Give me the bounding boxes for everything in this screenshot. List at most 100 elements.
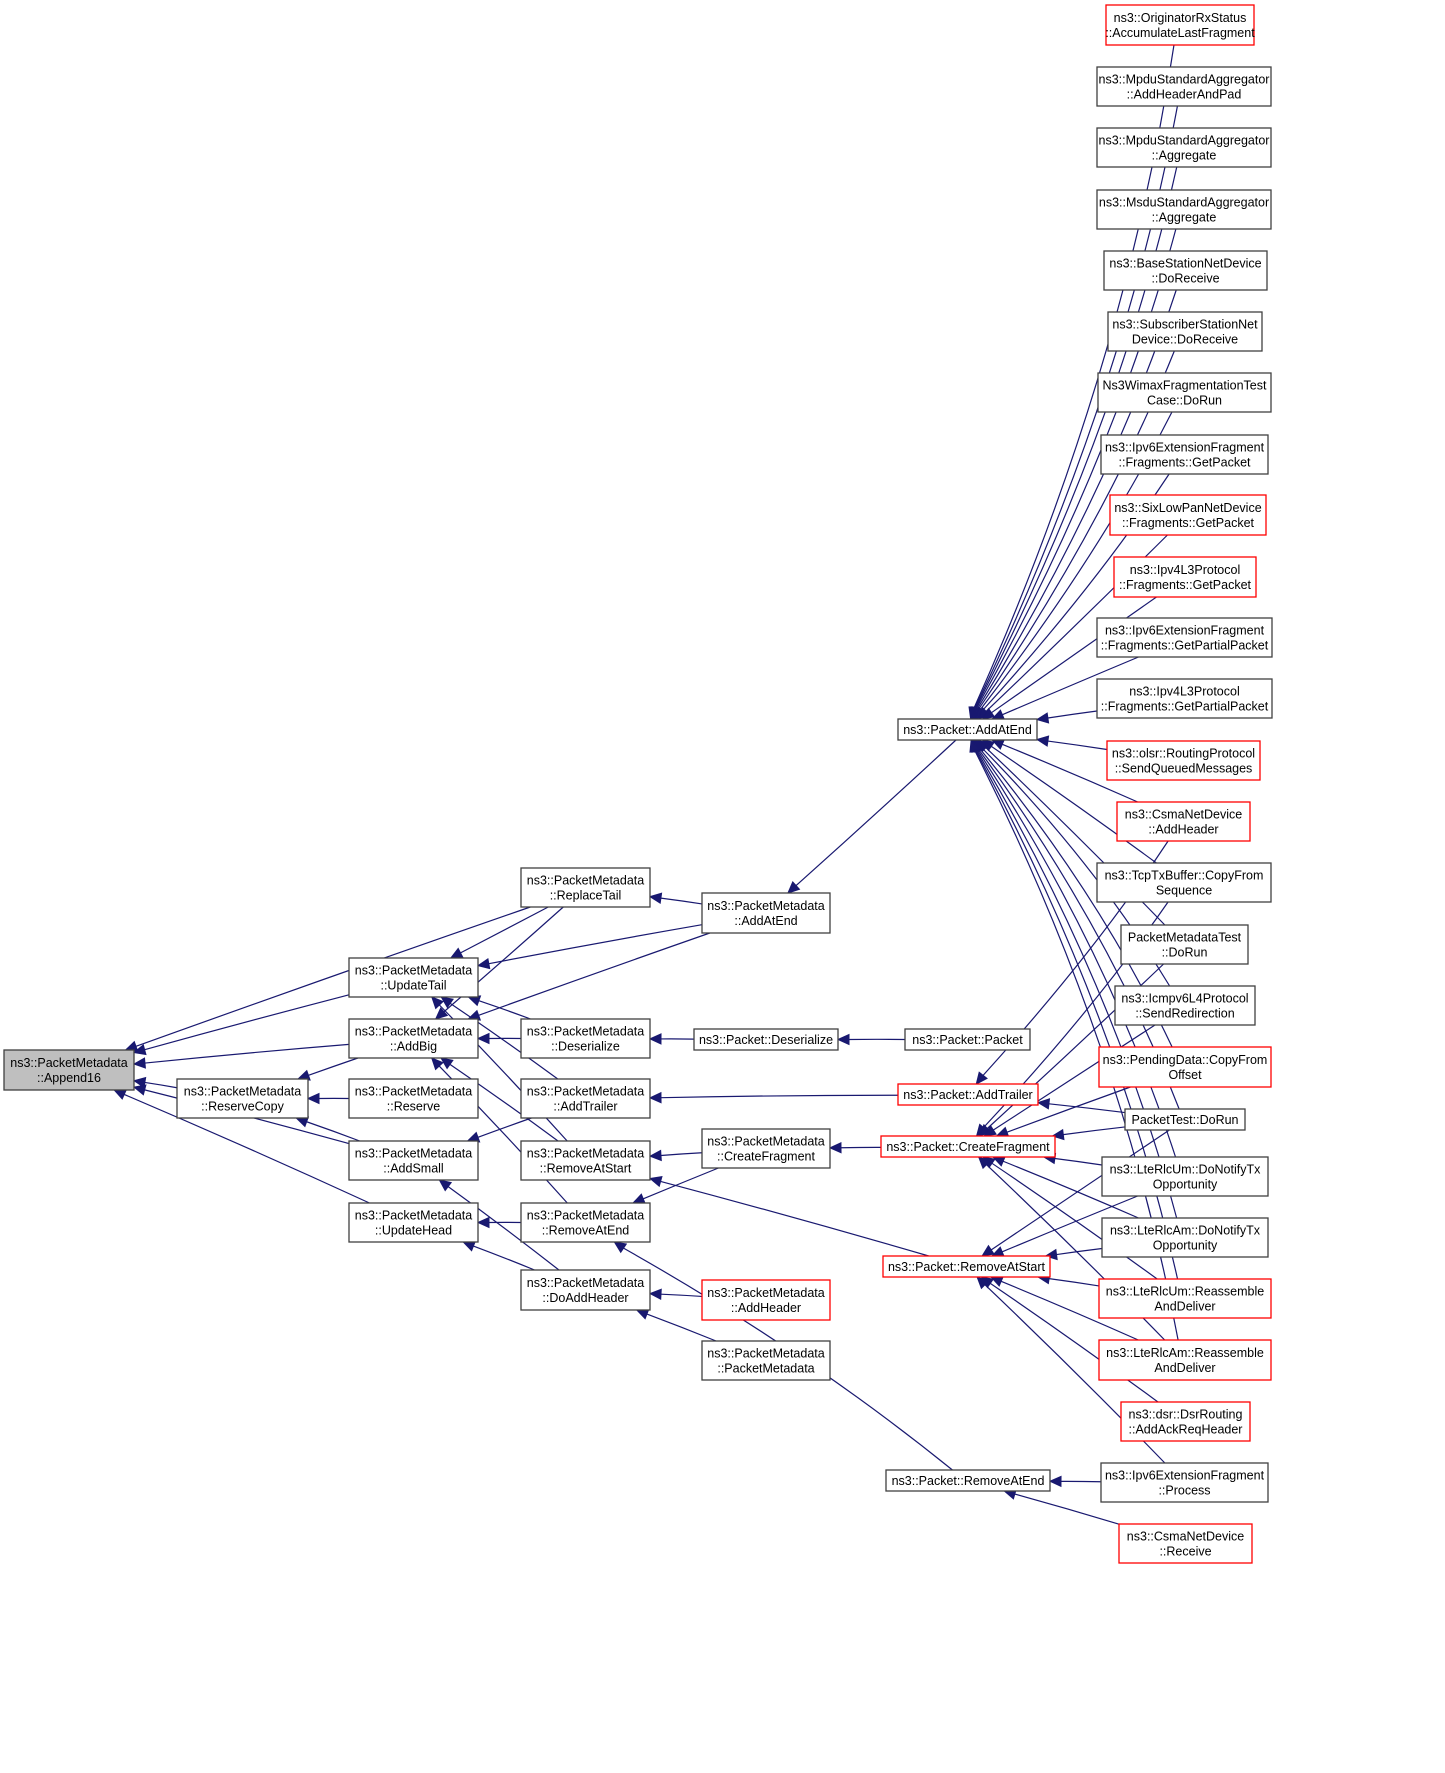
node-reservecopy[interactable]: ns3::PacketMetadata::ReserveCopy (176, 1078, 309, 1119)
node-box[interactable] (897, 718, 1038, 741)
node-box[interactable] (348, 1018, 479, 1059)
node-r-sixlowpan[interactable]: ns3::SixLowPanNetDevice::Fragments::GetP… (1109, 494, 1267, 536)
node-box[interactable] (1103, 250, 1268, 291)
node-updatehead[interactable]: ns3::PacketMetadata::UpdateHead (348, 1202, 479, 1243)
node-box[interactable] (701, 892, 831, 934)
node-box[interactable] (176, 1078, 309, 1119)
node-r-packettest[interactable]: PacketTest::DoRun (1124, 1108, 1246, 1131)
node-box[interactable] (1098, 1278, 1272, 1319)
node-box[interactable] (520, 1269, 651, 1311)
node-box[interactable] (693, 1028, 839, 1051)
node-box[interactable] (1096, 66, 1272, 107)
node-pm-addtrailer[interactable]: ns3::PacketMetadata::AddTrailer (520, 1078, 651, 1119)
node-box[interactable] (1096, 617, 1273, 658)
node-box[interactable] (1113, 556, 1257, 598)
node-box[interactable] (1096, 678, 1273, 719)
node-box[interactable] (1100, 1462, 1269, 1503)
node-box[interactable] (348, 1078, 479, 1119)
node-box[interactable] (904, 1028, 1031, 1051)
node-updatetail[interactable]: ns3::PacketMetadata::UpdateTail (348, 957, 479, 998)
node-r-ipv6frag-partial[interactable]: ns3::Ipv6ExtensionFragment::Fragments::G… (1096, 617, 1273, 658)
node-box[interactable] (1097, 372, 1272, 413)
node-box[interactable] (1101, 1217, 1269, 1258)
node-r-ipv4-partial[interactable]: ns3::Ipv4L3Protocol::Fragments::GetParti… (1096, 678, 1273, 719)
node-box[interactable] (1107, 311, 1263, 352)
node-pm-addheader[interactable]: ns3::PacketMetadata::AddHeader (701, 1279, 831, 1321)
node-box[interactable] (1105, 4, 1255, 46)
node-box[interactable] (1114, 985, 1256, 1026)
node-box[interactable] (1106, 740, 1261, 781)
node-box[interactable] (348, 1140, 479, 1181)
node-box[interactable] (520, 867, 651, 908)
node-pm-ctor[interactable]: ns3::PacketMetadata::PacketMetadata (701, 1340, 831, 1381)
node-box[interactable] (880, 1135, 1056, 1158)
node-r-msdu-aggr[interactable]: ns3::MsduStandardAggregator::Aggregate (1096, 189, 1272, 230)
node-replacetail[interactable]: ns3::PacketMetadata::ReplaceTail (520, 867, 651, 908)
node-box[interactable] (1098, 1046, 1272, 1088)
node-r-dsr[interactable]: ns3::dsr::DsrRouting::AddAckReqHeader (1120, 1401, 1251, 1442)
node-pm-addatend[interactable]: ns3::PacketMetadata::AddAtEnd (701, 892, 831, 934)
node-box[interactable] (1098, 1339, 1272, 1381)
node-box[interactable] (1120, 1401, 1251, 1442)
node-r-icmpv6[interactable]: ns3::Icmpv6L4Protocol::SendRedirection (1114, 985, 1256, 1026)
node-pm-removeatend[interactable]: ns3::PacketMetadata::RemoveAtEnd (520, 1202, 651, 1243)
node-box[interactable] (1096, 189, 1272, 230)
node-box[interactable] (882, 1255, 1051, 1278)
node-p-deserialize[interactable]: ns3::Packet::Deserialize (693, 1028, 839, 1051)
node-box[interactable] (520, 1202, 651, 1243)
node-box[interactable] (520, 1018, 651, 1059)
node-p-addatend[interactable]: ns3::Packet::AddAtEnd (897, 718, 1038, 741)
node-box[interactable] (1100, 434, 1269, 475)
node-box[interactable] (1116, 801, 1251, 842)
node-box[interactable] (520, 1140, 651, 1181)
node-pm-createfragment[interactable]: ns3::PacketMetadata::CreateFragment (701, 1128, 831, 1169)
node-box[interactable] (701, 1128, 831, 1169)
node-p-createfragment[interactable]: ns3::Packet::CreateFragment (880, 1135, 1056, 1158)
node-r-ipv4-get[interactable]: ns3::Ipv4L3Protocol::Fragments::GetPacke… (1113, 556, 1257, 598)
node-box[interactable] (1096, 127, 1272, 168)
node-box[interactable] (1124, 1108, 1246, 1131)
node-p-packet[interactable]: ns3::Packet::Packet (904, 1028, 1031, 1051)
node-box[interactable] (3, 1049, 135, 1091)
node-r-csma-receive[interactable]: ns3::CsmaNetDevice::Receive (1118, 1523, 1253, 1564)
node-append16[interactable]: ns3::PacketMetadata::Append16 (3, 1049, 135, 1091)
node-r-olsr[interactable]: ns3::olsr::RoutingProtocol::SendQueuedMe… (1106, 740, 1261, 781)
node-r-ipv6frag-process[interactable]: ns3::Ipv6ExtensionFragment::Process (1100, 1462, 1269, 1503)
node-addbig[interactable]: ns3::PacketMetadata::AddBig (348, 1018, 479, 1059)
node-box[interactable] (520, 1078, 651, 1119)
node-box[interactable] (1118, 1523, 1253, 1564)
node-r-ipv6frag-get[interactable]: ns3::Ipv6ExtensionFragment::Fragments::G… (1100, 434, 1269, 475)
node-box[interactable] (701, 1279, 831, 1321)
node-r-csma-addhdr[interactable]: ns3::CsmaNetDevice::AddHeader (1116, 801, 1251, 842)
node-r-mpdu-aggr[interactable]: ns3::MpduStandardAggregator::Aggregate (1096, 127, 1272, 168)
node-r-mpdu-addhdr[interactable]: ns3::MpduStandardAggregator::AddHeaderAn… (1096, 66, 1272, 107)
node-box[interactable] (1101, 1156, 1269, 1197)
node-p-removeatend[interactable]: ns3::Packet::RemoveAtEnd (885, 1469, 1051, 1492)
node-box[interactable] (897, 1083, 1039, 1106)
node-pm-deserialize[interactable]: ns3::PacketMetadata::Deserialize (520, 1018, 651, 1059)
node-box[interactable] (885, 1469, 1051, 1492)
node-box[interactable] (1096, 862, 1272, 903)
node-box[interactable] (701, 1340, 831, 1381)
node-p-removeatstart[interactable]: ns3::Packet::RemoveAtStart (882, 1255, 1051, 1278)
node-box[interactable] (348, 1202, 479, 1243)
node-doaddheader[interactable]: ns3::PacketMetadata::DoAddHeader (520, 1269, 651, 1311)
node-pm-removeatstart[interactable]: ns3::PacketMetadata::RemoveAtStart (520, 1140, 651, 1181)
node-r-ssnd[interactable]: ns3::SubscriberStationNetDevice::DoRecei… (1107, 311, 1263, 352)
node-addsmall[interactable]: ns3::PacketMetadata::AddSmall (348, 1140, 479, 1181)
node-box[interactable] (348, 957, 479, 998)
node-reserve[interactable]: ns3::PacketMetadata::Reserve (348, 1078, 479, 1119)
node-p-addtrailer[interactable]: ns3::Packet::AddTrailer (897, 1083, 1039, 1106)
node-r-originator[interactable]: ns3::OriginatorRxStatus::AccumulateLastF… (1105, 4, 1255, 46)
node-r-bsnd[interactable]: ns3::BaseStationNetDevice::DoReceive (1103, 250, 1268, 291)
node-box[interactable] (1109, 494, 1267, 536)
node-box[interactable] (1120, 924, 1249, 965)
node-r-pmtest[interactable]: PacketMetadataTest::DoRun (1120, 924, 1249, 965)
